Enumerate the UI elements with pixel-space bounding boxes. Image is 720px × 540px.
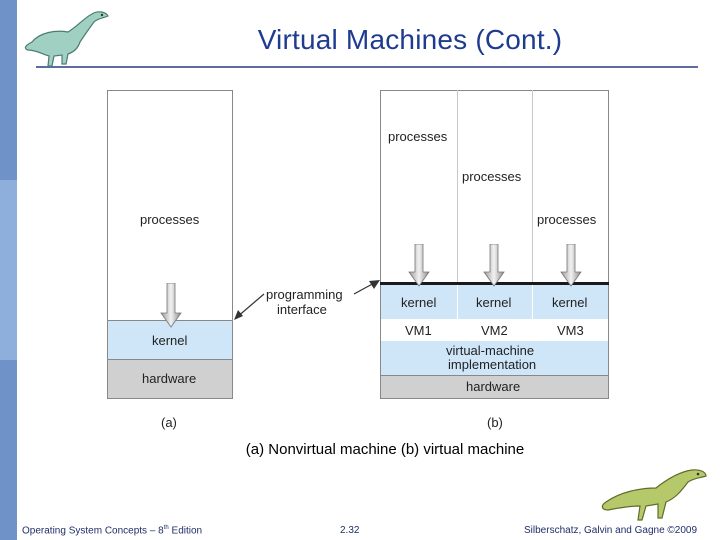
diagram-b-caption-label: (b) [487,415,503,430]
diagram-a-kernel-label: kernel [152,333,188,348]
footer-copyright: Silberschatz, Galvin and Gagne ©2009 [524,525,698,536]
diagram-b-kernel-label-3: kernel [552,295,588,310]
diagram-a-hardware-label: hardware [142,371,197,386]
diagram-b-kernel-label-2: kernel [476,295,512,310]
figure-caption: (a) Nonvirtual machine (b) virtual machi… [245,441,525,458]
diagram-b-divider-2 [532,90,533,284]
footer-course-title-sup: th [163,525,169,531]
diagram-b-kernels-layer [380,285,609,319]
diagram-b-vm-implementation-line1: virtual-machine [446,343,535,358]
diagram-b-vm-row [380,319,609,341]
diagram-a-processes-area [107,90,233,321]
programming-interface-label-line1: programming [266,287,343,302]
diagram-b-processes-label-1: processes [388,129,448,144]
diagram-a-processes-label: processes [140,212,200,227]
footer-course-title: Operating System Concepts – 8th Edition [22,525,202,536]
diagram-b-processes-label-2: processes [462,169,522,184]
slide-title: Virtual Machines (Cont.) [257,24,563,55]
diagram-b-vm2-label: VM2 [481,323,508,338]
footer-course-title-suffix: Edition [168,525,203,537]
diagram-b-vm-implementation-line2: implementation [448,357,537,372]
diagram-a-down-arrow [160,283,182,328]
title-underline [36,66,698,68]
diagram-b-hardware-label: hardware [466,379,521,394]
diagram-b-down-arrow-3 [560,244,582,287]
diagram-b-vm-implementation-layer [380,341,609,375]
diagram-b-hardware-layer [380,375,609,399]
diagram-b-kernel-label-1: kernel [401,295,437,310]
slide-sidebar [0,0,17,540]
diagram-b-kernel-divider-2 [532,285,533,319]
programming-interface-arrows [234,280,380,320]
diagram-b-processes-label-3: processes [537,212,597,227]
diagram-a-hardware-layer [107,359,233,399]
programming-interface-label-line2: interface [277,302,327,317]
footer-course-title-prefix: Operating System Concepts – 8 [22,525,164,537]
diagram-a-kernel-layer [107,320,233,360]
footer-page-number: 2.32 [340,525,360,536]
diagram-b-kernel-divider-1 [457,285,458,319]
dinosaur-logo-bottom [601,469,707,521]
diagram-b-vm1-label: VM1 [405,323,432,338]
diagram-a-caption-label: (a) [161,415,177,430]
diagram-b-divider-1 [457,90,458,284]
diagram-b-vm3-label: VM3 [557,323,584,338]
diagram-b-down-arrow-2 [483,244,505,287]
sidebar-highlight [0,180,17,360]
dinosaur-logo-top [24,11,109,67]
diagram-b-down-arrow-1 [408,244,430,287]
